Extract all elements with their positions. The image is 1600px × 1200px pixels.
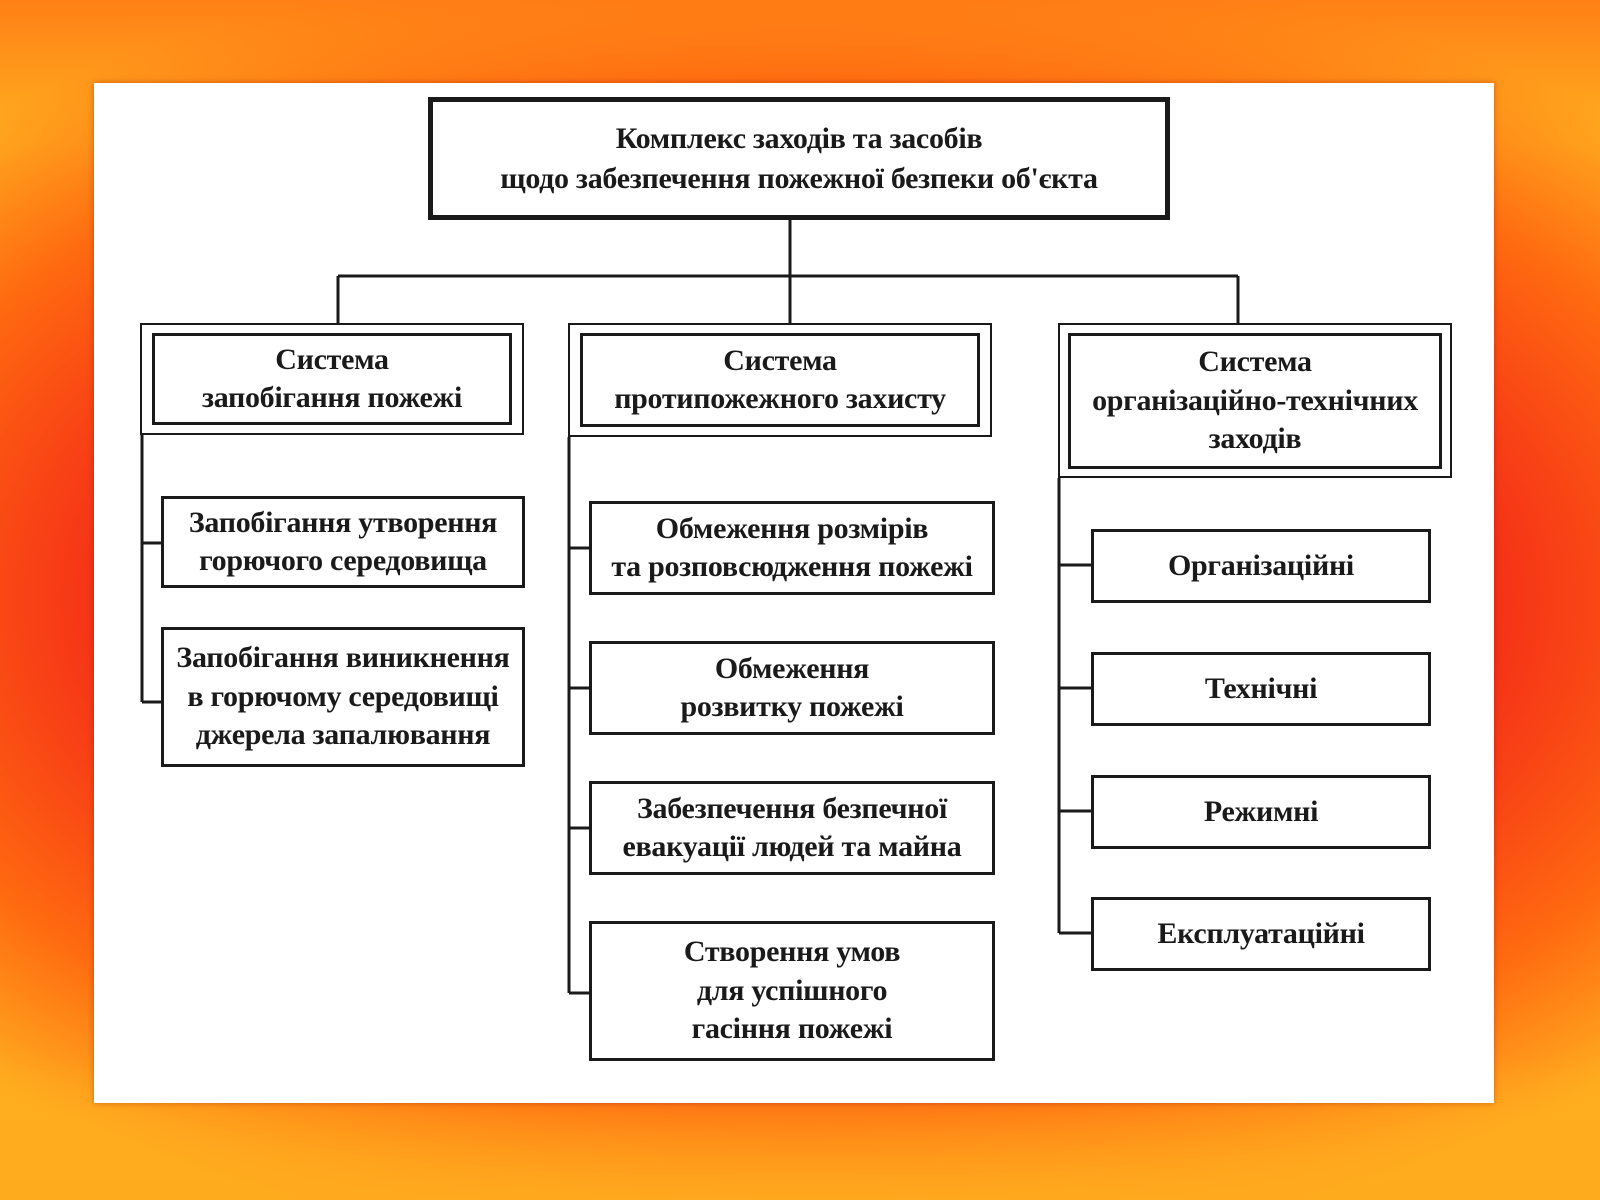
item-limit-fire-size-spread: Обмеження розмірів та розповсюдження пож… [589, 501, 995, 595]
item-technical: Технічні [1091, 652, 1431, 726]
system-title-fire-prevention: Система запобігання пожежі [152, 333, 512, 425]
item-safe-evacuation: Забезпечення безпечної евакуації людей т… [589, 781, 995, 875]
item-organizational: Організаційні [1091, 529, 1431, 603]
system-box-fire-protection: Система протипожежного захисту [568, 323, 992, 437]
system-box-fire-prevention: Система запобігання пожежі [140, 323, 524, 435]
item-operational: Експлуатаційні [1091, 897, 1431, 971]
item-prevent-combustible-medium: Запобігання утворення горючого середовищ… [161, 496, 525, 588]
system-box-org-technical: Система організаційно-технічних заходів [1058, 323, 1452, 478]
system-title-org-technical: Система організаційно-технічних заходів [1068, 333, 1442, 469]
item-regime: Режимні [1091, 775, 1431, 849]
system-title-fire-protection: Система протипожежного захисту [580, 333, 980, 427]
item-prevent-ignition-source: Запобігання виникнення в горючому середо… [161, 627, 525, 767]
item-limit-fire-development: Обмеження розвитку пожежі [589, 641, 995, 735]
root-box: Комплекс заходів та засобів щодо забезпе… [428, 97, 1170, 220]
item-extinguishing-conditions: Створення умов для успішного гасіння пож… [589, 921, 995, 1061]
diagram-panel: Комплекс заходів та засобів щодо забезпе… [94, 83, 1494, 1103]
connector-lines [140, 220, 1240, 995]
